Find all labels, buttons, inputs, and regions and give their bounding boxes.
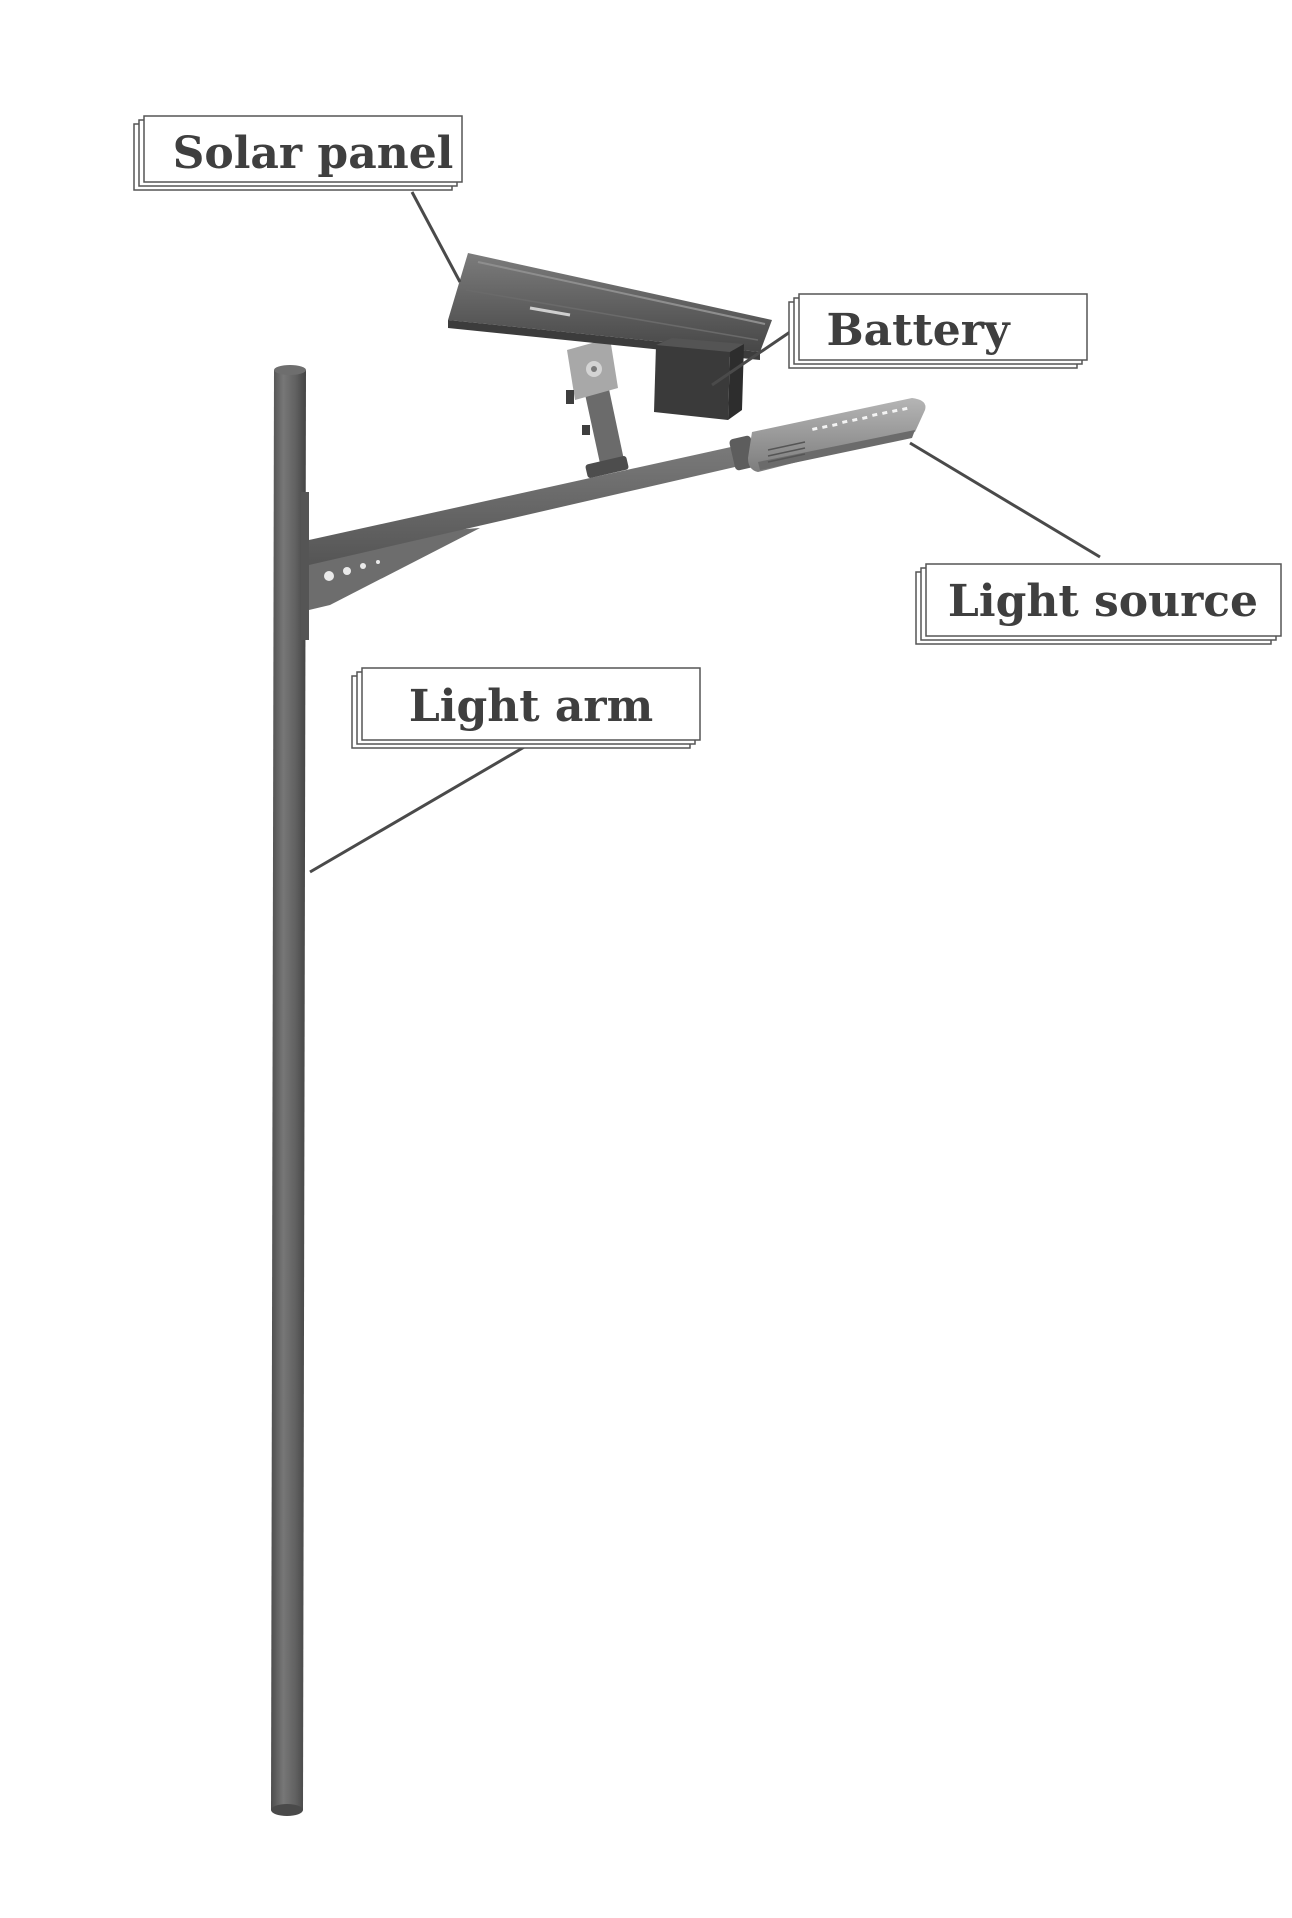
label-battery: Battery	[788, 293, 1088, 369]
solar-panel-mount	[566, 338, 629, 478]
led-array	[811, 406, 908, 431]
leader-line-light-arm	[309, 744, 527, 874]
label-light-source: Light source	[915, 563, 1282, 645]
bracket-hole	[343, 567, 351, 575]
label-solar-panel: Solar panel	[133, 115, 463, 191]
leader-line-light-source	[909, 441, 1101, 559]
leader-lines	[309, 191, 1101, 874]
pole	[271, 365, 306, 1816]
bracket-hole	[376, 560, 380, 564]
leader-line-solar-panel	[410, 191, 462, 283]
bracket-hole	[324, 571, 334, 581]
label-light-arm: Light arm	[351, 667, 701, 749]
label-light-source-text: Light source	[948, 576, 1258, 627]
label-light-arm-text: Light arm	[409, 681, 653, 732]
bracket-hole	[360, 563, 366, 569]
lamp-head	[748, 398, 926, 472]
battery-box	[654, 338, 744, 420]
label-solar-panel-text: Solar panel	[173, 128, 454, 179]
lamp-vents	[767, 441, 806, 463]
leader-line-battery	[711, 330, 791, 387]
label-battery-text: Battery	[826, 305, 1011, 356]
light-arm	[309, 435, 757, 565]
